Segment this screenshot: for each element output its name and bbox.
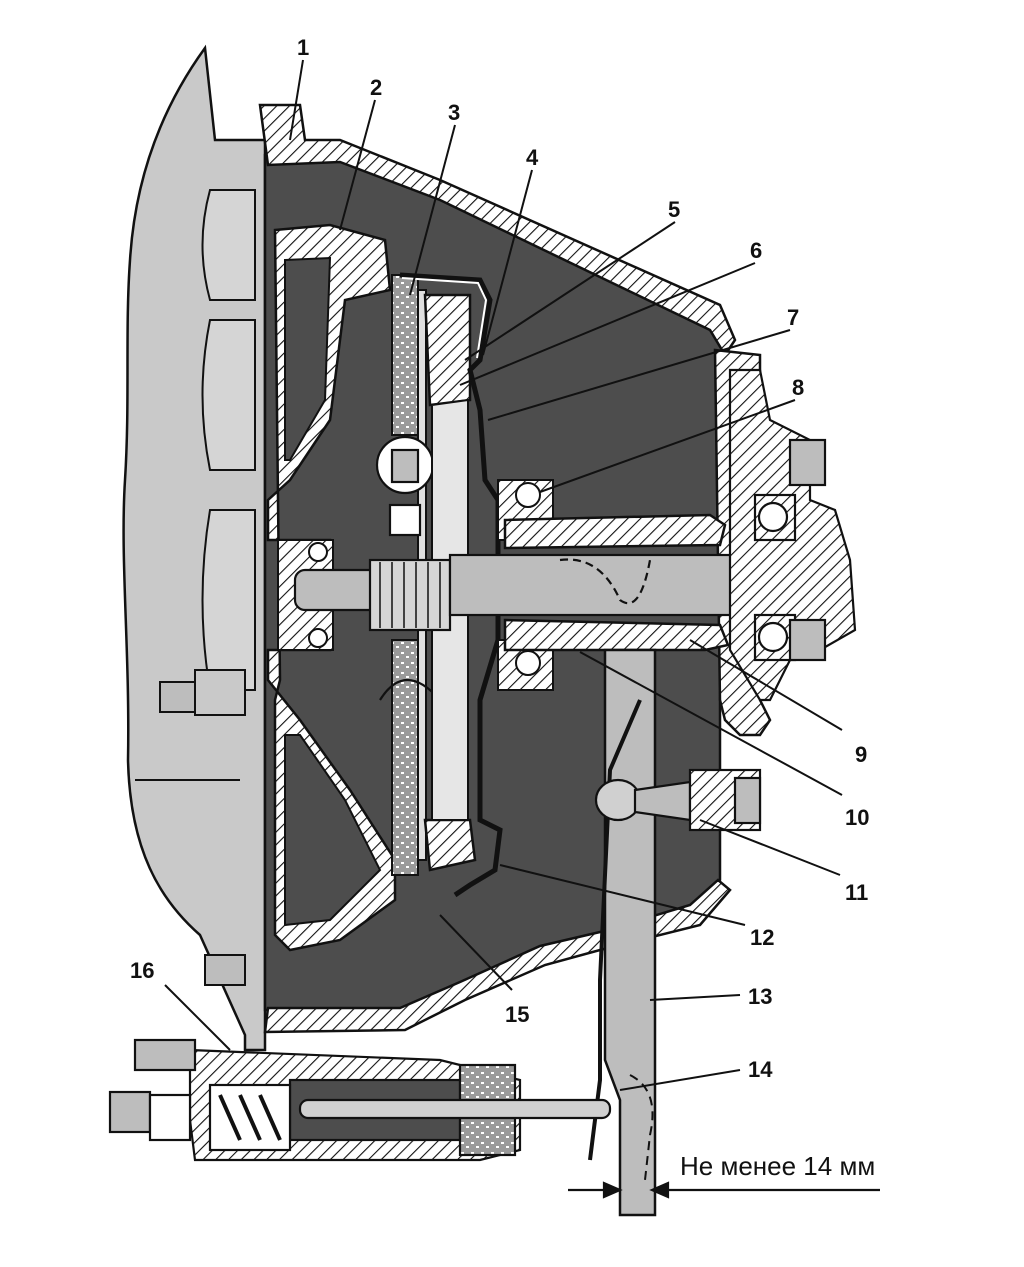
- callout-5: 5: [668, 197, 680, 222]
- gearbox-front-cover: [728, 368, 857, 702]
- callout-9: 9: [855, 742, 867, 767]
- callout-11: 11: [845, 880, 868, 905]
- dimension-note: Не менее 14 мм: [680, 1151, 875, 1181]
- guide-sleeve: [503, 513, 730, 652]
- callout-4: 4: [526, 145, 539, 170]
- callout-7: 7: [787, 305, 799, 330]
- callout-8: 8: [792, 375, 804, 400]
- callout-1: 1: [297, 35, 309, 60]
- clutch-cover-inner: [401, 277, 488, 359]
- dimension-arrows: [568, 1181, 880, 1199]
- callout-2: 2: [370, 75, 382, 100]
- fork-dashed-position: [629, 1074, 654, 1181]
- callout-6: 6: [750, 238, 762, 263]
- engine-bolt-lower: [159, 669, 246, 986]
- callout-labels: 1 2 3 4 5 6 7 8 9 10 11 12 13 14 15 16: [130, 35, 869, 1082]
- release-fork: [603, 648, 657, 1217]
- callout-14: 14: [748, 1057, 773, 1082]
- leader-lines: [164, 59, 843, 1091]
- engine-block-ribs: [135, 189, 256, 781]
- callout-13: 13: [748, 984, 772, 1009]
- clutch-housing-wall-bottom: [263, 878, 732, 1034]
- callout-15: 15: [505, 1002, 529, 1027]
- flywheel-inner-recess: [284, 256, 382, 927]
- clutch-housing-wall: [258, 103, 737, 358]
- callout-12: 12: [750, 925, 774, 950]
- slave-cylinder: [108, 1038, 612, 1162]
- callout-3: 3: [448, 100, 460, 125]
- callout-10: 10: [845, 805, 869, 830]
- callout-16: 16: [130, 958, 154, 983]
